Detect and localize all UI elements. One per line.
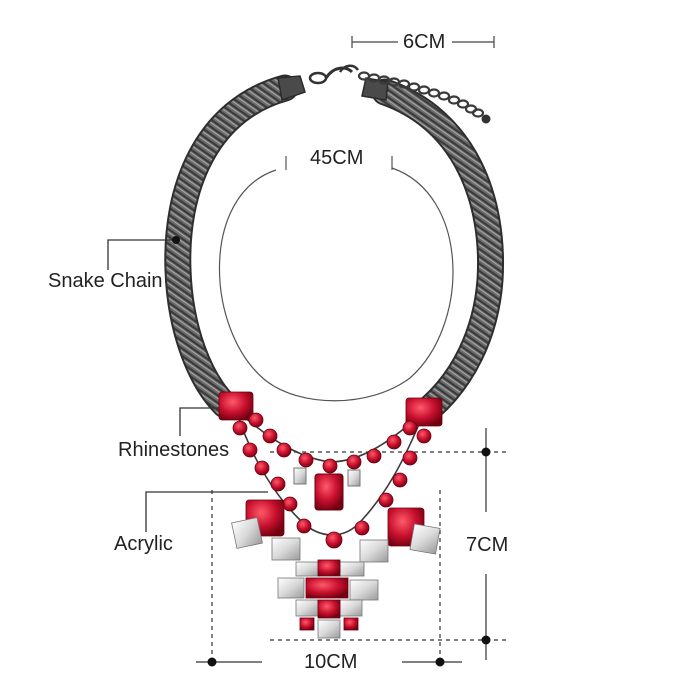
extension-length-label: 6CM [403,31,446,53]
ruby-stone [296,518,312,534]
pendant-dimension-lines [196,428,510,663]
ruby-stone [282,496,298,512]
ruby-stone [325,531,343,549]
necklace-length-label: 45CM [310,147,364,169]
extension-dimension-line [351,36,495,48]
length-dimension-circle [218,156,454,402]
chain-callout-dot [172,236,180,244]
acrylic-pendant [231,499,441,639]
clasp-and-extension-chain [277,64,491,124]
ruby-stone [386,434,402,450]
acrylic-label: Acrylic [114,533,173,555]
ruby-stone [298,452,314,468]
rhinestones-label: Rhinestones [118,439,230,461]
ruby-stone [270,476,286,492]
ruby-stone [322,458,338,474]
ruby-stone [346,454,362,470]
ruby-stone [366,448,382,464]
ruby-stone [262,428,278,444]
center-drop-stones [293,467,361,511]
snake-chain-label: Snake Chain [48,270,163,292]
rhinestones [218,391,443,549]
snake-chain [164,74,505,422]
ruby-stone [402,450,418,466]
callout-leader-lines [107,239,268,532]
ruby-stone [242,442,258,458]
ruby-stone [218,391,254,421]
ruby-stone [276,442,292,458]
ruby-stone [378,492,394,508]
ruby-stone [354,520,370,536]
pendant-width-label: 10CM [304,651,358,673]
ruby-stone [416,428,432,444]
ruby-stone [232,420,248,436]
ruby-stone [392,472,408,488]
ruby-stone [248,412,264,428]
ruby-stone [405,397,443,427]
pendant-drop-label: 7CM [466,534,509,556]
ruby-stone [402,420,418,436]
dimension-endpoint-dots [207,447,491,667]
ruby-stone [254,460,270,476]
